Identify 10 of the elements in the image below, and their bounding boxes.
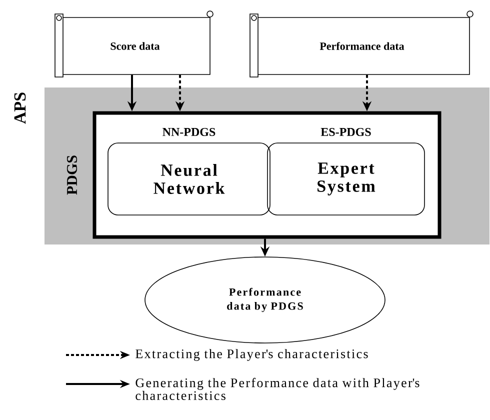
module-title: ES-PDGS <box>320 128 371 136</box>
scroll-box: Performance data <box>250 10 474 78</box>
band-title: APS <box>14 92 26 124</box>
module-title: NN-PDGS <box>162 128 216 136</box>
box-title: PDGS <box>66 156 78 195</box>
scroll-box: Score data <box>54 10 214 78</box>
module-box: Neural Network <box>108 142 270 216</box>
module-box: Expert System <box>267 142 425 216</box>
legend-text: Generating the Performance data with Player's characteristics <box>136 378 420 400</box>
legend-text: Extracting the Player's characteristics <box>136 349 368 361</box>
